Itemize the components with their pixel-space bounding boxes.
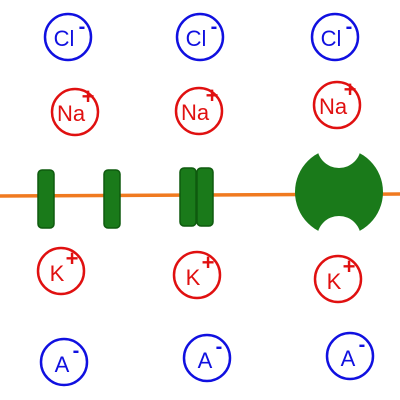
svg-text:Na: Na bbox=[181, 100, 210, 125]
svg-text:K: K bbox=[186, 265, 201, 290]
open-channel-icon bbox=[37, 169, 121, 229]
chloride-ion: Cl - bbox=[310, 12, 360, 62]
svg-text:-: - bbox=[79, 16, 86, 38]
pump-protein-body bbox=[295, 148, 383, 236]
closed-channel-right-subunit bbox=[196, 167, 214, 227]
svg-text:-: - bbox=[73, 340, 80, 362]
svg-text:+: + bbox=[202, 250, 215, 275]
anion-ion: A - bbox=[325, 331, 375, 381]
svg-text:K: K bbox=[50, 261, 65, 286]
potassium-ion: K + bbox=[172, 250, 222, 300]
sodium-ion: Na + bbox=[312, 77, 362, 130]
sodium-ion: Na + bbox=[174, 83, 224, 136]
svg-text:Cl: Cl bbox=[321, 26, 342, 51]
sodium-ion: Na + bbox=[50, 84, 100, 137]
svg-text:Cl: Cl bbox=[186, 26, 207, 51]
anion-ion: A - bbox=[182, 333, 232, 383]
chloride-ion: Cl - bbox=[43, 12, 93, 62]
chloride-ion: Cl - bbox=[175, 12, 225, 62]
svg-text:A: A bbox=[55, 352, 70, 377]
closed-channel-icon bbox=[179, 167, 214, 227]
potassium-ion: K + bbox=[36, 246, 86, 296]
potassium-ion: K + bbox=[313, 254, 363, 304]
svg-text:A: A bbox=[341, 346, 356, 371]
svg-text:K: K bbox=[327, 269, 342, 294]
svg-text:+: + bbox=[82, 84, 95, 109]
svg-text:-: - bbox=[359, 334, 366, 356]
svg-text:Na: Na bbox=[57, 101, 86, 126]
open-channel-left-subunit bbox=[37, 169, 55, 229]
svg-text:A: A bbox=[198, 348, 213, 373]
svg-text:-: - bbox=[346, 16, 353, 38]
svg-text:Na: Na bbox=[319, 94, 348, 119]
pump-upper-binding-site bbox=[317, 124, 361, 168]
closed-channel-left-subunit bbox=[179, 167, 197, 227]
svg-text:-: - bbox=[216, 336, 223, 358]
svg-text:+: + bbox=[206, 83, 219, 108]
svg-text:+: + bbox=[66, 246, 79, 271]
svg-text:+: + bbox=[344, 77, 357, 102]
anion-ion: A - bbox=[39, 337, 89, 387]
svg-text:+: + bbox=[343, 254, 356, 279]
svg-text:Cl: Cl bbox=[54, 26, 75, 51]
pump-protein-icon bbox=[295, 124, 383, 260]
open-channel-right-subunit bbox=[103, 169, 121, 229]
pump-lower-binding-site bbox=[317, 216, 361, 260]
svg-text:-: - bbox=[211, 16, 218, 38]
